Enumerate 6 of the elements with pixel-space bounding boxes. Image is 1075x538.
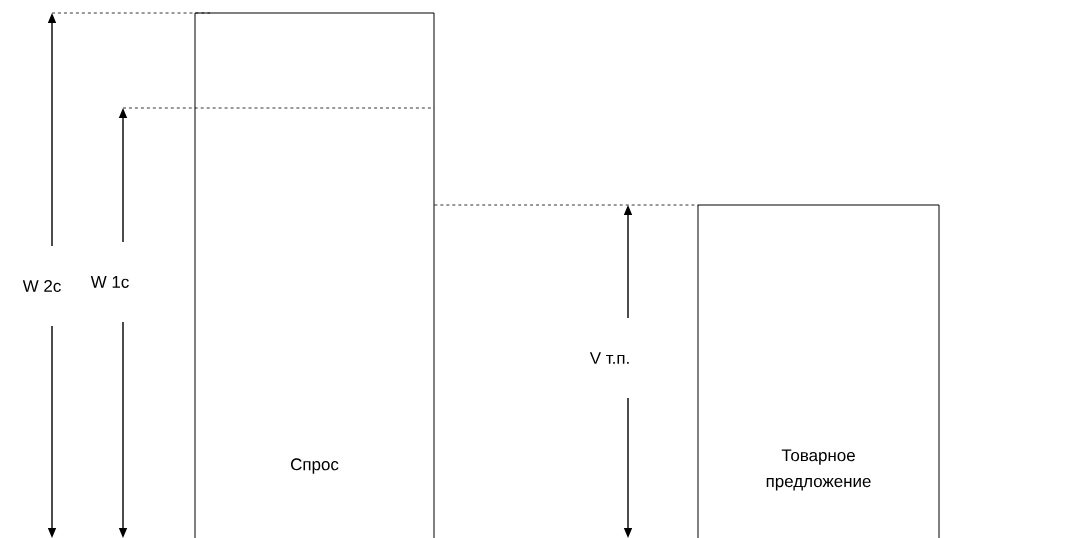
dimension-label: V т.п. [589, 352, 629, 364]
bar-box: Товарное предложение [697, 204, 940, 538]
dimension-label: W 1c [90, 276, 129, 288]
extension-line [434, 204, 699, 206]
dimension-label: W 2c [22, 280, 61, 292]
bar-box: Спрос [194, 12, 435, 538]
